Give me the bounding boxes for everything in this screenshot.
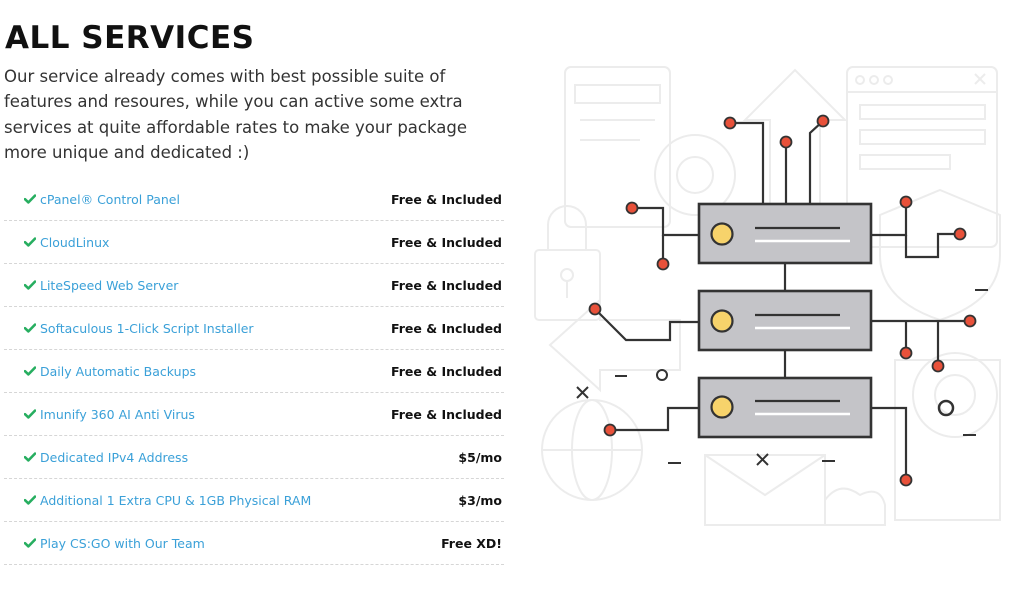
service-price: Free & Included xyxy=(391,406,502,422)
service-price: Free & Included xyxy=(391,234,502,250)
service-name: LiteSpeed Web Server xyxy=(40,277,179,293)
service-row: Additional 1 Extra CPU & 1GB Physical RA… xyxy=(4,479,504,522)
server-unit xyxy=(697,376,873,439)
service-price: Free XD! xyxy=(441,535,502,551)
service-name: Imunify 360 AI Anti Virus xyxy=(40,406,195,422)
service-link[interactable]: Daily Automatic Backups xyxy=(24,364,196,379)
service-price: Free & Included xyxy=(391,191,502,207)
page-title: ALL SERVICES xyxy=(5,20,255,56)
service-row: CloudLinux Free & Included xyxy=(4,221,504,264)
service-name: Additional 1 Extra CPU & 1GB Physical RA… xyxy=(40,492,312,508)
service-name: Softaculous 1-Click Script Installer xyxy=(40,320,254,336)
service-row: Softaculous 1-Click Script Installer Fre… xyxy=(4,307,504,350)
check-icon xyxy=(24,495,36,505)
service-name: CloudLinux xyxy=(40,234,110,250)
service-price: $3/mo xyxy=(458,492,502,508)
service-price: Free & Included xyxy=(391,363,502,379)
check-icon xyxy=(24,538,36,548)
check-icon xyxy=(24,237,36,247)
service-price: Free & Included xyxy=(391,320,502,336)
service-price: Free & Included xyxy=(391,277,502,293)
service-row: LiteSpeed Web Server Free & Included xyxy=(4,264,504,307)
service-price: $5/mo xyxy=(458,449,502,465)
check-icon xyxy=(24,280,36,290)
service-link[interactable]: cPanel® Control Panel xyxy=(24,192,180,207)
service-name: Daily Automatic Backups xyxy=(40,363,197,379)
node-dots xyxy=(588,114,977,487)
service-link[interactable]: Dedicated IPv4 Address xyxy=(24,450,188,465)
check-icon xyxy=(24,366,36,376)
service-row: Imunify 360 AI Anti Virus Free & Include… xyxy=(4,393,504,436)
check-icon xyxy=(24,194,36,204)
service-name: cPanel® Control Panel xyxy=(40,191,180,207)
check-icon xyxy=(24,323,36,333)
service-row: cPanel® Control Panel Free & Included xyxy=(4,178,504,221)
server-rack-illustration xyxy=(534,66,1001,526)
decor-glyphs xyxy=(576,289,988,466)
service-row: Play CS:GO with Our Team Free XD! xyxy=(4,522,504,565)
service-link[interactable]: Softaculous 1-Click Script Installer xyxy=(24,321,254,336)
services-list: cPanel® Control Panel Free & Included Cl… xyxy=(4,178,504,565)
server-unit xyxy=(697,202,873,265)
service-row: Daily Automatic Backups Free & Included xyxy=(4,350,504,393)
service-link[interactable]: Play CS:GO with Our Team xyxy=(24,536,205,551)
service-link[interactable]: Imunify 360 AI Anti Virus xyxy=(24,407,195,422)
check-icon xyxy=(24,452,36,462)
service-link[interactable]: CloudLinux xyxy=(24,235,109,250)
check-icon xyxy=(24,409,36,419)
service-row: Dedicated IPv4 Address $5/mo xyxy=(4,436,504,479)
service-name: Dedicated IPv4 Address xyxy=(40,449,189,465)
service-link[interactable]: Additional 1 Extra CPU & 1GB Physical RA… xyxy=(24,493,311,508)
service-link[interactable]: LiteSpeed Web Server xyxy=(24,278,178,293)
intro-text: Our service already comes with best poss… xyxy=(4,67,467,163)
service-name: Play CS:GO with Our Team xyxy=(40,535,205,551)
circuit-wires xyxy=(594,120,970,480)
server-unit xyxy=(697,289,873,352)
